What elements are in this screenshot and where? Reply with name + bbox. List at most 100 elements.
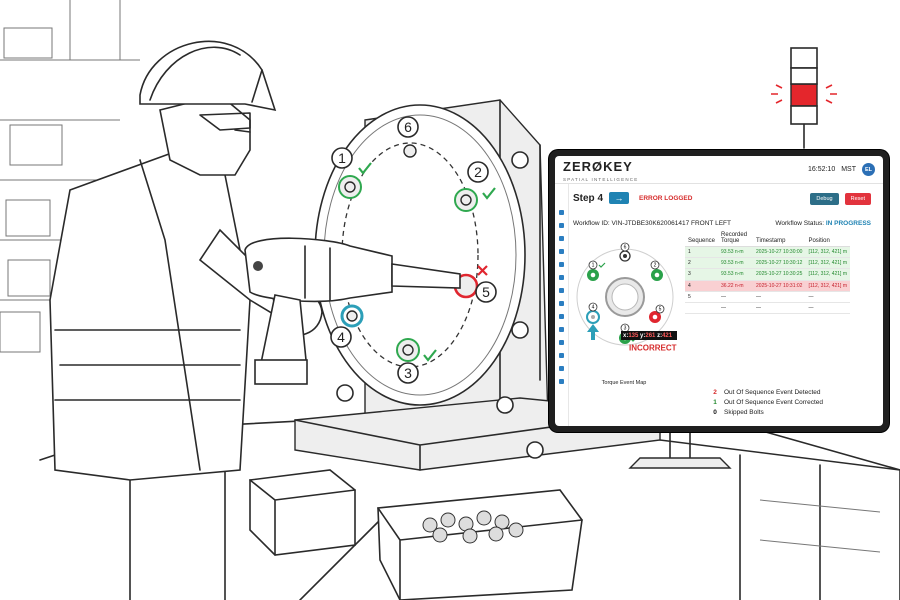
nav-close-icon[interactable] [559,340,564,345]
col-sequence[interactable]: Sequence [685,230,719,247]
svg-text:5: 5 [659,306,662,312]
timezone-label: MST [841,166,856,173]
cell-timestamp: 2025-10-27 10:31:02 [753,280,806,292]
cell-position: [112, 312, 421] m [805,246,850,259]
svg-text:4: 4 [337,329,345,345]
nav-location-icon[interactable] [559,249,564,254]
nav-mail-icon[interactable] [559,327,564,332]
nav-location-icon[interactable] [559,223,564,228]
event-legend: 2 Out Of Sequence Event Detected 1 Out O… [712,389,823,419]
next-step-button[interactable]: → [609,192,630,204]
step-title: Step 4 [573,192,604,204]
monitor: ZERØKEY SPATIAL INTELLIGENCE 16:52:10 MS… [549,150,889,432]
nav-chart-icon[interactable] [559,314,564,319]
cell-position: — [805,302,850,315]
torque-event-map[interactable]: 6 1 2 [575,235,677,377]
cell-torque: — [718,291,754,303]
table-row[interactable]: 4 36.22 n-m 2025-10-27 10:31:02 [112, 31… [685,280,850,292]
workflow-status: Workflow Status: IN PROGRESS [775,220,871,227]
cell-sequence [685,302,719,315]
logo-subtitle: SPATIAL INTELLIGENCE [563,176,639,182]
nav-list-icon[interactable] [559,288,564,293]
logo-text: ZERØKEY [563,158,633,174]
legend-label: Out Of Sequence Event Corrected [724,399,823,406]
col-torque[interactable]: Recorded Torque [718,230,754,247]
map-bolt-2[interactable]: 2 [650,260,663,281]
col-position[interactable]: Position [805,230,850,247]
bolt-3: 3 [396,338,437,384]
stack-light [771,47,837,149]
svg-text:1: 1 [592,262,595,268]
table-row[interactable]: — — — [685,302,850,315]
arrow-right-icon: → [614,192,624,203]
legend-label: Out Of Sequence Event Detected [724,389,821,396]
workflow-info: Workflow ID: VIN-JTDBE30K620061417 FRONT… [573,220,871,227]
cell-torque: 36.22 n-m [718,280,754,292]
legend-item: 0 Skipped Bolts [712,409,823,416]
legend-count: 0 [713,409,717,416]
header-status: 16:52:10 MST EL [808,163,875,176]
svg-text:4: 4 [592,304,595,310]
nav-device-icon[interactable] [559,262,564,267]
nav-home-icon[interactable] [559,210,564,215]
table-row[interactable]: 3 93.53 n-m 2025-10-27 10:30:25 [112, 31… [685,268,850,281]
map-bolt-6[interactable]: 6 [619,242,631,262]
step-header: Step 4 → ERROR LOGGED [573,192,692,204]
legend-label: Skipped Bolts [724,409,764,416]
app-header: ZERØKEY SPATIAL INTELLIGENCE 16:52:10 MS… [555,156,883,184]
nav-settings-icon[interactable] [559,275,564,280]
user-avatar[interactable]: EL [862,163,875,176]
map-bolt-5[interactable]: 5 [649,304,665,323]
arrow-up-icon [587,324,599,340]
svg-text:5: 5 [482,284,490,300]
nav-gear-icon[interactable] [559,379,564,384]
sidebar-nav [555,184,569,426]
incorrect-label: INCORRECT [629,344,677,353]
workflow-id: Workflow ID: VIN-JTDBE30K620061417 FRONT… [573,220,731,227]
small-box [249,469,356,556]
brand-logo: ZERØKEY SPATIAL INTELLIGENCE [563,158,638,182]
cell-torque: 93.53 n-m [718,246,754,259]
cell-position: [112, 312, 421] m [805,280,850,292]
error-status: ERROR LOGGED [639,194,693,202]
cell-timestamp: 2025-10-27 10:30:12 [753,257,806,270]
svg-text:1: 1 [338,150,346,166]
action-buttons: Debug Reset [810,193,871,205]
cell-timestamp: — [753,291,806,303]
table-row[interactable]: 1 93.53 n-m 2025-10-27 10:30:00 [112, 31… [685,246,850,259]
nav-location-icon[interactable] [559,236,564,241]
table-row[interactable]: 5 — — — [685,291,850,303]
debug-button[interactable]: Debug [810,193,839,205]
legend-count: 1 [713,399,717,406]
cell-position: — [805,291,850,303]
cell-position: [112, 312, 421] m [805,268,850,281]
svg-text:2: 2 [474,164,482,180]
torque-map-graphic: 6 1 2 [576,242,677,353]
workflow-status-value: IN PROGRESS [825,220,871,227]
torque-app-screen: ZERØKEY SPATIAL INTELLIGENCE 16:52:10 MS… [555,156,883,426]
legend-count: 2 [713,389,717,396]
legend-item: 1 Out Of Sequence Event Corrected [712,399,823,406]
col-timestamp[interactable]: Timestamp [753,230,806,247]
cell-timestamp: 2025-10-27 10:30:25 [753,268,806,281]
cell-torque: — [718,302,754,315]
right-workbench [659,439,900,600]
cell-timestamp: — [753,302,806,315]
svg-text:x:135 y:261: x:135 y:261 z:421 [623,333,673,339]
nav-grid-icon[interactable] [559,353,564,358]
table-row[interactable]: 2 93.53 n-m 2025-10-27 10:30:12 [112, 31… [685,257,850,270]
cell-sequence: 5 [685,291,719,303]
svg-text:3: 3 [404,365,412,381]
nav-user-icon[interactable] [559,366,564,371]
map-bolt-1[interactable]: 1 [587,260,606,281]
cell-sequence: 4 [685,280,719,292]
reset-button[interactable]: Reset [844,193,871,205]
svg-text:6: 6 [404,119,412,135]
nav-shield-icon[interactable] [559,301,564,306]
monitor-stand [628,431,732,469]
svg-text:6: 6 [624,244,627,250]
clock-time: 16:52:10 [807,166,836,173]
map-bolt-4[interactable]: 4 [586,302,600,340]
bolt-1: 1 [331,147,372,199]
